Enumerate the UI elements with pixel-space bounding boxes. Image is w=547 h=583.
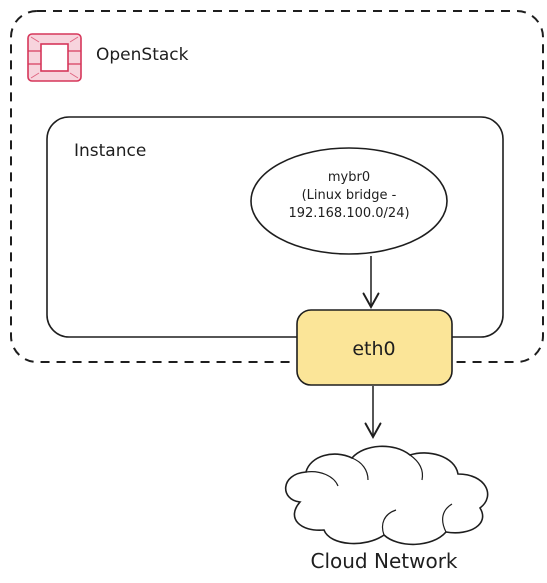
openstack-label: OpenStack bbox=[96, 45, 189, 65]
bridge-subnet: 192.168.100.0/24) bbox=[288, 206, 409, 221]
openstack-logo-icon bbox=[27, 33, 82, 82]
openstack-boundary bbox=[10, 10, 544, 363]
instance-label: Instance bbox=[74, 141, 146, 161]
bridge-name: mybr0 bbox=[328, 170, 370, 185]
bridge-node bbox=[250, 147, 448, 255]
cloud-label: Cloud Network bbox=[311, 549, 458, 573]
eth0-interface bbox=[296, 309, 453, 386]
instance-box bbox=[46, 116, 504, 338]
cloud-icon bbox=[284, 445, 489, 546]
eth0-label: eth0 bbox=[352, 338, 395, 360]
bridge-type: (Linux bridge - bbox=[302, 188, 397, 203]
